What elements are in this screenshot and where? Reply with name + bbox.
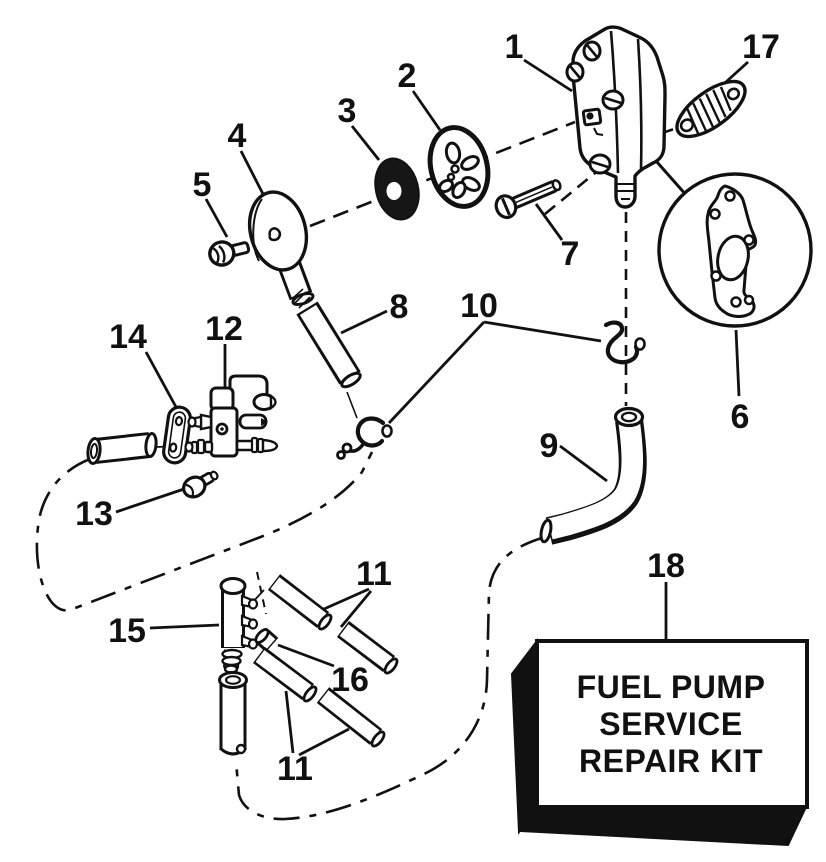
part-4-pump-cup: [247, 190, 315, 309]
hose-segment: [316, 687, 386, 748]
part-13-screw: [182, 470, 219, 499]
hose-segment: [267, 574, 333, 631]
callout-1: 1: [505, 28, 524, 66]
leader-lines: [115, 58, 749, 757]
part-6-gasket-detail: [657, 172, 813, 328]
callout-9: 9: [540, 427, 559, 465]
kit-box-text-line1: FUEL PUMP: [577, 669, 766, 705]
leader-11-top-b: [339, 590, 373, 628]
part-10-spring-clips: [336, 320, 646, 460]
leader-3: [350, 125, 381, 161]
callout-5: 5: [193, 166, 212, 204]
callout-7: 7: [561, 235, 580, 273]
callout-12: 12: [205, 310, 243, 348]
kit-box-bottom-side: [518, 804, 808, 847]
hose-open-end: [340, 371, 362, 389]
part-16-sleeve-tube: [254, 628, 279, 653]
fuel-line-routing-curve-right: [234, 535, 546, 821]
leader-14: [144, 351, 178, 408]
part-1-fuel-pump-body: [565, 25, 667, 209]
callout-2: 2: [398, 57, 417, 95]
part-17-oval-plate: [675, 79, 747, 139]
callout-8: 8: [390, 288, 409, 326]
hose-open-end: [539, 518, 553, 544]
cup-center-mark: [268, 227, 282, 242]
leader-10-lower: [387, 321, 486, 424]
leader-6: [734, 329, 741, 397]
callout-16: 16: [331, 661, 369, 699]
pump-cover-screws: [565, 40, 625, 175]
callout-11-top: 11: [356, 555, 392, 593]
part-12-fuel-connector: [184, 374, 279, 458]
callout-18: 18: [647, 547, 685, 585]
callout-17: 17: [742, 28, 780, 66]
callout-6: 6: [731, 398, 750, 436]
assembly-axis-dashed-line: [309, 120, 576, 228]
leader-2: [411, 90, 442, 131]
callout-3: 3: [338, 92, 357, 130]
callouts: 1 2 3 4 5 6 7 8 9 10 11 11 12 13 14 15 1…: [75, 28, 780, 788]
part-9-elbow-hose: [539, 406, 647, 545]
callout-13: 13: [75, 495, 113, 533]
hose-segment: [336, 621, 399, 675]
leader-7: [534, 203, 564, 241]
callout-11-bottom: 11: [277, 750, 313, 788]
bolt-axis-dashed-line: [544, 167, 601, 216]
leader-11-bottom-b: [298, 727, 350, 757]
kit-box-text-line2: SERVICE: [599, 706, 742, 742]
part-15-manifold-fitting: [218, 577, 259, 756]
leader-11-top-a: [323, 587, 370, 611]
part-8-hose: [296, 301, 362, 389]
leader-1: [523, 58, 573, 93]
part-5-screw: [208, 240, 251, 267]
fuel-line-routing-curve-left: [35, 451, 374, 612]
leader-8: [340, 309, 388, 335]
spring-clip-upper: [603, 320, 646, 365]
filter-canister: [218, 671, 248, 756]
kit-box-text-line3: REPAIR KIT: [579, 743, 763, 779]
callout-15: 15: [108, 612, 146, 650]
leader-16: [277, 643, 335, 668]
callout-4: 4: [228, 117, 247, 155]
callout-10: 10: [460, 287, 498, 325]
part-7-bolt: [494, 179, 562, 220]
hose-segment: [252, 647, 318, 703]
leader-4: [239, 150, 266, 197]
leader-10-upper: [483, 320, 602, 343]
leader-9: [559, 444, 608, 483]
hose-clip-connector-line: [346, 391, 358, 419]
part-11-hoses: [252, 574, 399, 748]
part-2-valve-plate: [427, 125, 491, 209]
callout-14: 14: [109, 318, 147, 356]
part-3-diaphragm-disc: [374, 157, 420, 221]
kit-box-left-side: [510, 638, 540, 835]
part-18-kit-box: FUEL PUMP SERVICE REPAIR KIT: [510, 638, 809, 847]
part-14-bracket-plate: [162, 405, 192, 465]
leader-11-bottom-a: [284, 690, 295, 754]
leader-15: [149, 623, 220, 630]
leader-5: [204, 198, 229, 238]
spring-clip-lower: [336, 416, 393, 460]
kit-box-front: [535, 639, 809, 809]
leader-13: [115, 486, 188, 514]
connector-hose: [86, 432, 158, 465]
